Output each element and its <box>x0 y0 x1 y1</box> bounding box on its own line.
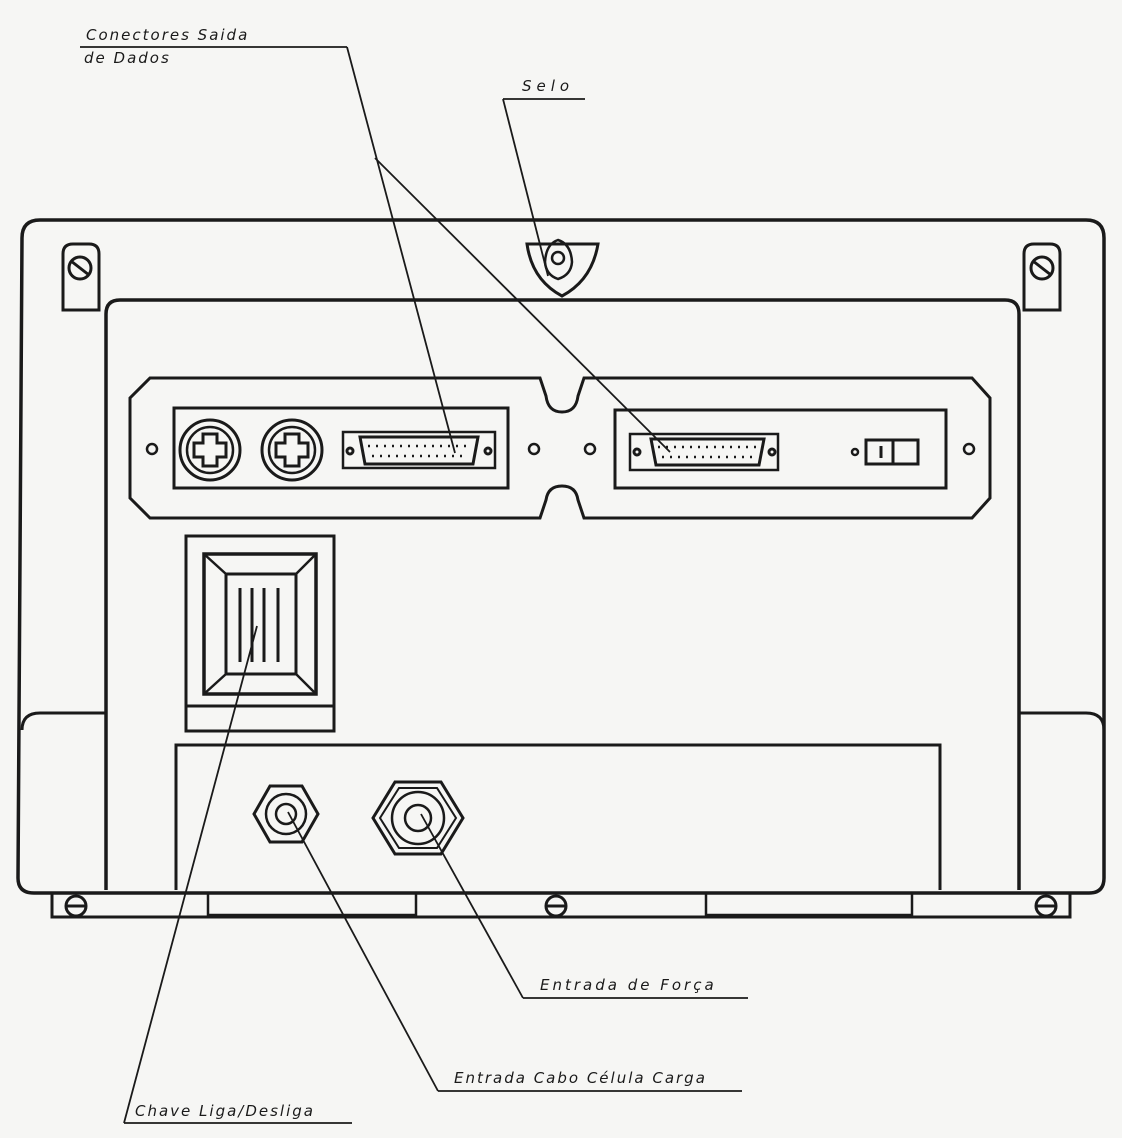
left-connector-subpanel <box>172 406 510 490</box>
cable-gland-left <box>178 418 242 482</box>
power-input-gland <box>371 780 465 856</box>
power-switch-icon <box>184 534 336 733</box>
leader-chave <box>123 625 352 1124</box>
lower-terminal-box <box>174 743 942 890</box>
leader-entrada-forca <box>420 813 748 999</box>
base-screw-right <box>1034 894 1058 918</box>
label-entrada-forca: Entrada de Força <box>540 976 717 994</box>
cable-gland-right <box>260 418 324 482</box>
label-chave: Chave Liga/Desliga <box>135 1102 315 1120</box>
label-conectores-line1: Conectores Saida <box>86 26 250 44</box>
label-conectores-line2: de Dados <box>84 49 171 67</box>
base-screw-middle <box>544 894 568 918</box>
corner-clip-right <box>1022 242 1062 312</box>
leader-conectores <box>80 46 671 454</box>
connector-plate <box>128 376 992 520</box>
seal-icon <box>525 238 600 298</box>
leader-entrada-cabo <box>287 811 742 1092</box>
left-bumper <box>20 711 106 731</box>
db25-connector-right <box>628 432 780 472</box>
label-entrada-cabo: Entrada Cabo Célula Carga <box>454 1069 707 1087</box>
base-plate <box>50 891 1072 919</box>
right-connector-subpanel <box>613 408 948 490</box>
outer-housing <box>16 218 1106 895</box>
label-selo: Selo <box>522 77 575 95</box>
db25-connector-left <box>341 430 497 470</box>
corner-clip-left <box>61 242 101 312</box>
base-screw-left <box>64 894 88 918</box>
load-cell-cable-gland <box>252 784 320 844</box>
right-bumper <box>1019 711 1106 731</box>
fuse-holder-icon <box>850 438 920 466</box>
leader-selo <box>502 98 585 277</box>
inner-panel <box>104 298 1021 890</box>
